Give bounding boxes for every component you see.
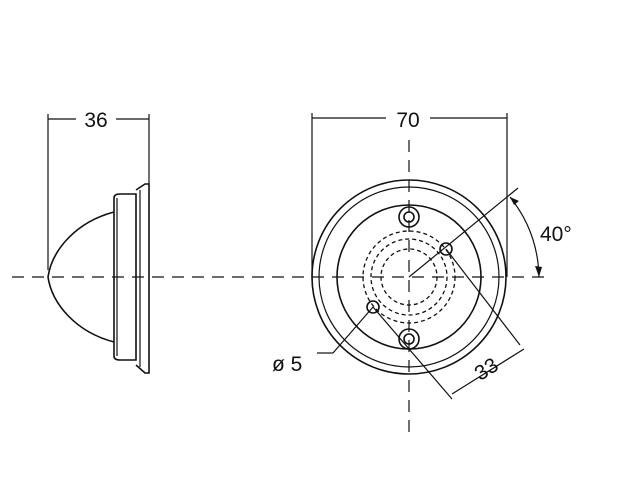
mounting-hole-lower bbox=[366, 300, 380, 314]
side-view bbox=[47, 183, 150, 374]
dim-33-label: 33 bbox=[471, 354, 503, 386]
bulb-mid-hidden bbox=[370, 238, 448, 316]
dim-33-extension-lower bbox=[372, 306, 453, 400]
side-view-dome bbox=[47, 211, 115, 343]
bulb-inner-hidden bbox=[380, 248, 438, 306]
dimension-36: 36 bbox=[47, 109, 150, 270]
dimension-33: 33 bbox=[372, 248, 525, 400]
side-view-mounting-plate bbox=[135, 183, 150, 374]
center-lines bbox=[12, 140, 548, 432]
dim-70-label: 70 bbox=[396, 109, 419, 132]
top-screw-hole bbox=[403, 211, 415, 223]
dim-40-arrow-top bbox=[510, 197, 519, 205]
bottom-screw-hole bbox=[403, 333, 415, 345]
side-view-flange bbox=[113, 193, 137, 361]
mounting-hole-upper bbox=[439, 242, 453, 256]
top-screw-boss bbox=[398, 206, 420, 228]
dim-36-label: 36 bbox=[84, 109, 107, 132]
dimension-hole-diameter: ø 5 bbox=[272, 306, 374, 376]
dim-33-line bbox=[451, 348, 525, 395]
dim-40-label: 40° bbox=[540, 223, 572, 246]
front-outer-ring-inner-edge bbox=[318, 186, 500, 368]
bulb-outer-hidden bbox=[362, 230, 456, 324]
dim-d5-label: ø 5 bbox=[272, 353, 302, 376]
dimension-40-degrees: 40° bbox=[509, 196, 572, 278]
dim-40-arrow-bottom bbox=[535, 266, 542, 277]
dim-d5-leader bbox=[332, 306, 374, 354]
dim-33-extension-upper bbox=[445, 248, 521, 346]
dimension-70: 70 bbox=[311, 109, 508, 277]
diagonal-axis-40 bbox=[408, 187, 519, 278]
dim-40-arc bbox=[509, 196, 540, 278]
